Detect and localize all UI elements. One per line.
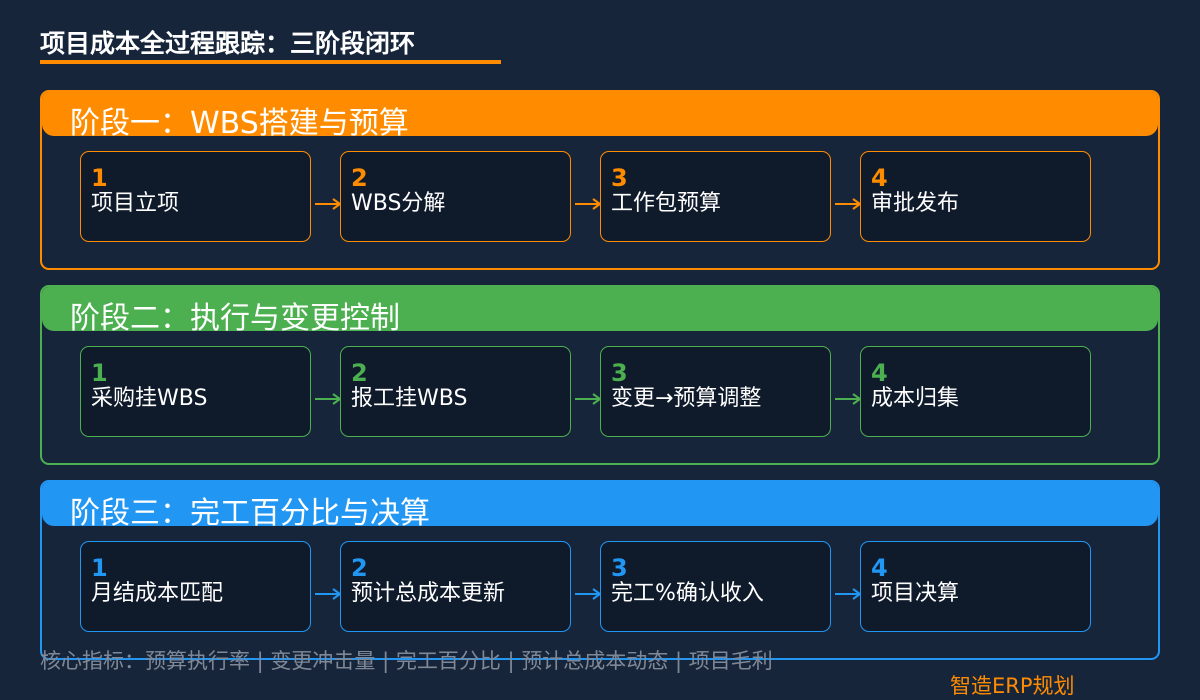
right-arrow-icon: [835, 198, 862, 210]
right-arrow-icon: [315, 588, 342, 600]
step-label: 变更→预算调整: [611, 386, 762, 411]
step-number: 1: [91, 554, 108, 582]
stage-header-bar: [42, 287, 1158, 331]
step-label: 完工%确认收入: [611, 581, 764, 606]
step-number: 2: [351, 359, 368, 387]
stage-title: 阶段二：执行与变更控制: [70, 301, 400, 336]
step-label: 预计总成本更新: [351, 581, 506, 606]
step-number: 1: [91, 164, 108, 192]
right-arrow-icon: [575, 393, 602, 405]
right-arrow-icon: [575, 198, 602, 210]
brand-label: 智造ERP规划: [950, 674, 1075, 698]
step-number: 2: [351, 164, 368, 192]
step-number: 3: [611, 554, 628, 582]
step-label: WBS分解: [351, 191, 446, 216]
title-underline: [40, 60, 501, 64]
step-label: 审批发布: [871, 191, 960, 216]
stage-header-bar: [42, 482, 1158, 526]
step-number: 2: [351, 554, 368, 582]
step-number: 4: [871, 359, 888, 387]
right-arrow-icon: [315, 198, 342, 210]
page-title: 项目成本全过程跟踪：三阶段闭环: [40, 29, 416, 58]
stage-title: 阶段三：完工百分比与决算: [70, 496, 430, 531]
right-arrow-icon: [575, 588, 602, 600]
step-number: 3: [611, 164, 628, 192]
stage-title: 阶段一：WBS搭建与预算: [70, 106, 409, 141]
step-label: 成本归集: [871, 386, 960, 411]
right-arrow-icon: [835, 393, 862, 405]
step-number: 4: [871, 554, 888, 582]
step-number: 1: [91, 359, 108, 387]
step-label: 项目立项: [91, 191, 180, 216]
step-label: 采购挂WBS: [91, 386, 208, 411]
right-arrow-icon: [835, 588, 862, 600]
core-metrics-text: 核心指标：预算执行率 | 变更冲击量 | 完工百分比 | 预计总成本动态 | 项…: [40, 649, 773, 673]
step-label: 报工挂WBS: [351, 386, 468, 411]
stage-header-bar: [42, 92, 1158, 136]
step-number: 3: [611, 359, 628, 387]
step-label: 月结成本匹配: [91, 581, 224, 606]
right-arrow-icon: [315, 393, 342, 405]
step-label: 工作包预算: [611, 191, 722, 216]
step-number: 4: [871, 164, 888, 192]
step-label: 项目决算: [871, 581, 960, 606]
